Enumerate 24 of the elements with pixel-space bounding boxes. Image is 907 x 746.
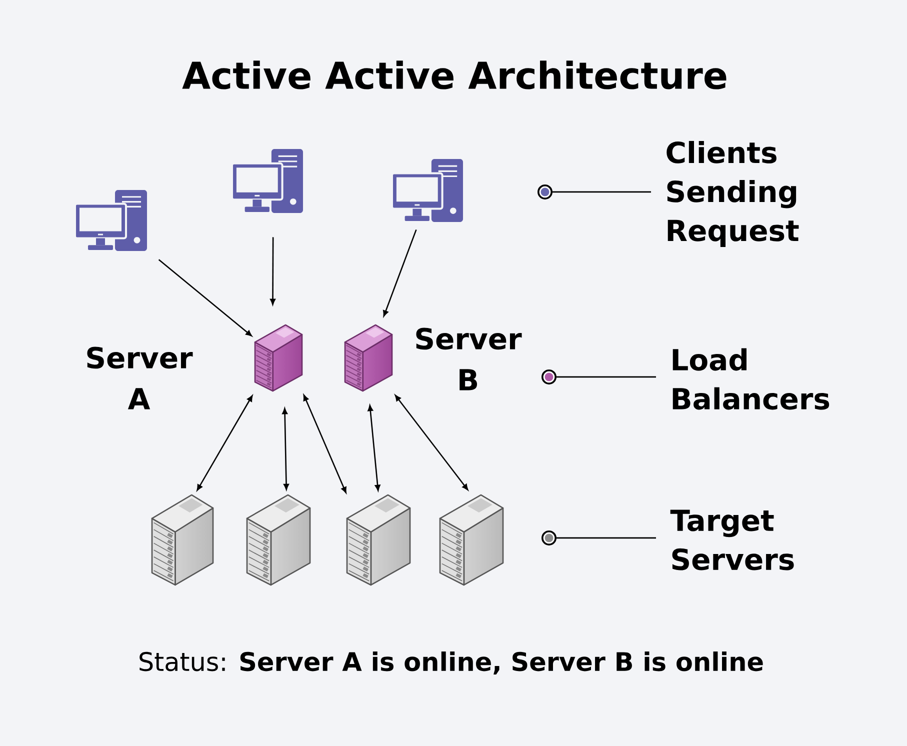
server-icon (254, 324, 303, 392)
server-icon (346, 494, 411, 586)
computer-icon (74, 190, 147, 251)
server-icon (439, 494, 504, 586)
status-text: Status: Server A is online, Server B is online (140, 652, 763, 674)
arrow (383, 229, 417, 317)
legend-label: Target Servers (670, 510, 794, 570)
server-icon (344, 324, 393, 392)
node-label: Server A (87, 346, 193, 410)
node-label: Server B (416, 328, 522, 390)
double-arrow (196, 395, 253, 491)
arrow (158, 259, 252, 336)
arrow (270, 237, 276, 305)
double-arrow (394, 394, 468, 490)
legend-label: Load Balancers (672, 348, 830, 410)
title: Active Active Architecture (182, 60, 726, 90)
computer-icon (391, 158, 463, 222)
double-arrow (303, 394, 346, 494)
legend-label: Clients Sending Request (666, 140, 799, 248)
double-arrow (368, 404, 380, 491)
computer-icon (231, 149, 303, 213)
server-icon (246, 494, 311, 586)
double-arrow (282, 408, 289, 490)
server-icon (151, 494, 214, 586)
